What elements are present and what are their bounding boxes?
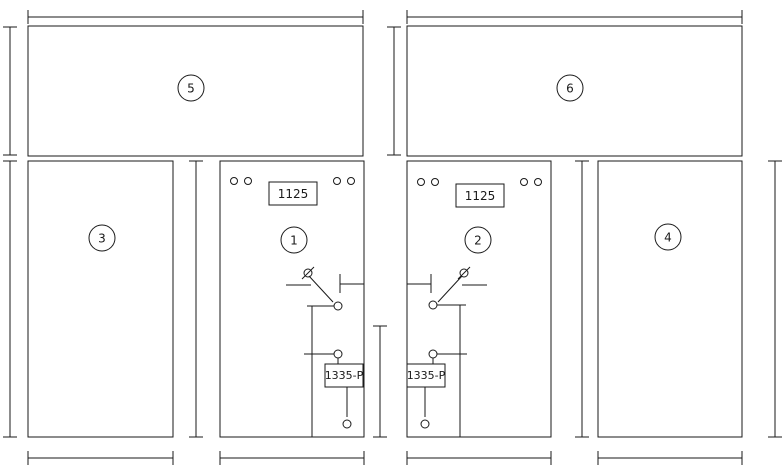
panel-1-switch: [286, 266, 364, 437]
panel-3-number: 3: [98, 232, 106, 246]
panel-1-bottom-label: 1335-P: [325, 369, 364, 382]
dimension-panel3-right: [189, 160, 203, 438]
dimension-left-upper: [3, 26, 17, 156]
panel-2-number: 2: [474, 234, 482, 248]
dimension-right: [768, 160, 782, 438]
panel-2-bottom-label-box: [406, 363, 446, 388]
panel-1-number: 1: [290, 234, 298, 248]
panel-2-hole-tl2: [431, 178, 439, 186]
panel-2-hole-tr1: [520, 178, 528, 186]
panel-2-switch: [407, 266, 487, 437]
panel-1-contact-top: [333, 301, 343, 311]
dimension-top-left: [27, 10, 364, 24]
dimension-center-upper: [387, 26, 401, 156]
panel-4-number-circle: [654, 223, 682, 251]
panel-1-top-label: 1125: [278, 187, 309, 201]
panel-3-number-circle: [88, 224, 116, 252]
dimension-bottom-3: [27, 451, 174, 465]
dimension-top-right: [406, 10, 743, 24]
panel-1-contact-bottom: [342, 419, 352, 429]
dimension-bottom-4: [597, 451, 743, 465]
panel-1-hole-tr1: [333, 177, 341, 185]
panel-2-contact-mid: [428, 349, 438, 359]
dimension-panel4-left: [575, 160, 589, 438]
panel-3: 3: [27, 160, 174, 438]
panel-1-hole-tr2: [347, 177, 355, 185]
panel-4-number: 4: [664, 231, 672, 245]
panel-2-contact-top: [428, 300, 438, 310]
panel-1-hole-tl2: [244, 177, 252, 185]
dimension-bottom-1: [219, 451, 365, 465]
panel-2-bottom-label: 1335-P: [407, 369, 446, 382]
panel-2: 1125 2 1335-P: [406, 160, 552, 438]
panel-4: 4: [597, 160, 743, 438]
panel-1-switch-pivot: [303, 268, 313, 278]
panel-1-bottom-label-box: [324, 363, 364, 388]
panel-1: 1125 1 1335-P: [219, 160, 365, 438]
panel-1-hole-tl1: [230, 177, 238, 185]
panel-6-number: 6: [566, 82, 574, 96]
dimension-left-lower: [3, 160, 17, 438]
panel-2-top-label-box: [455, 183, 505, 208]
dimension-bottom-2: [406, 451, 552, 465]
panel-2-hole-tl1: [417, 178, 425, 186]
panel-6-number-circle: [556, 74, 584, 102]
panel-1-top-label-box: [268, 181, 318, 206]
panel-2-hole-tr2: [534, 178, 542, 186]
panel-2-contact-bottom: [420, 419, 430, 429]
panel-2-top-label: 1125: [465, 189, 496, 203]
panel-1-number-circle: [280, 226, 308, 254]
panel-1-contact-mid: [333, 349, 343, 359]
panel-2-number-circle: [464, 226, 492, 254]
panel-5: 5: [27, 25, 364, 157]
panel-5-number-circle: [177, 74, 205, 102]
panel-6: 6: [406, 25, 743, 157]
panel-5-number: 5: [187, 82, 195, 96]
dimension-center-lower: [373, 325, 387, 438]
panel-2-switch-pivot: [459, 268, 469, 278]
